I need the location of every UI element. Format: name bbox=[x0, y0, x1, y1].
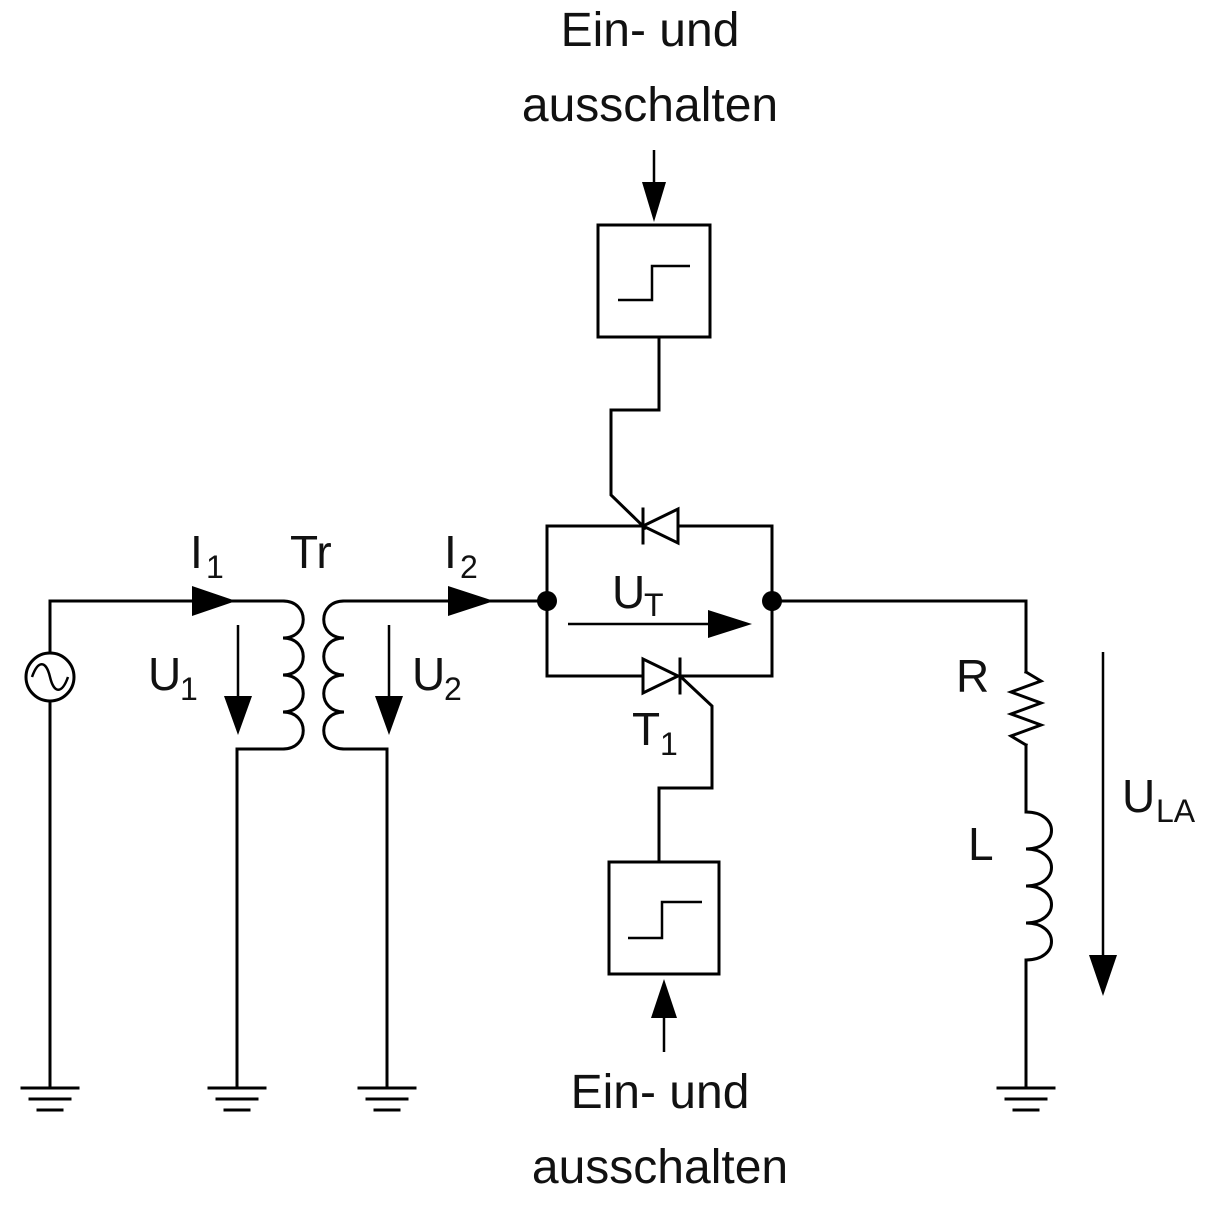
u2-arrow bbox=[375, 625, 403, 735]
inductor-icon bbox=[1024, 810, 1053, 962]
svg-text:T: T bbox=[644, 587, 664, 623]
i1-arrow bbox=[192, 586, 236, 616]
bottom-gate-wire bbox=[657, 673, 714, 864]
t1-label: T 1 bbox=[632, 703, 678, 762]
thyristor-icon bbox=[639, 506, 680, 546]
transformer-secondary-coil bbox=[322, 599, 346, 751]
ground-icon bbox=[996, 1086, 1056, 1112]
u1-label: U 1 bbox=[148, 648, 198, 707]
transformer-label: Tr bbox=[290, 526, 332, 578]
ground-icon bbox=[20, 1086, 80, 1112]
ula-label: U LA bbox=[1122, 770, 1196, 829]
u1-arrow bbox=[224, 625, 252, 735]
thyristor-icon bbox=[641, 656, 682, 696]
lower-branch-wire-right bbox=[678, 599, 774, 678]
lower-branch-wire bbox=[545, 599, 645, 678]
source-top-wire bbox=[48, 599, 285, 655]
ut-label: U T bbox=[612, 566, 664, 623]
i1-label: I 1 bbox=[190, 526, 224, 585]
svg-text:I: I bbox=[444, 526, 457, 578]
svg-text:U: U bbox=[412, 648, 445, 700]
i2-label: I 2 bbox=[444, 526, 478, 585]
resistor-label: R bbox=[956, 650, 989, 702]
bottom-control-arrow bbox=[651, 979, 677, 1052]
bottom-trigger-box bbox=[607, 860, 721, 976]
svg-text:U: U bbox=[1122, 770, 1155, 822]
svg-text:I: I bbox=[190, 526, 203, 578]
resistor-icon bbox=[1006, 669, 1046, 748]
top-control-label-line1: Ein- und bbox=[561, 4, 740, 57]
step-trigger-icon bbox=[618, 264, 690, 302]
svg-text:T: T bbox=[632, 703, 660, 755]
top-trigger-box bbox=[596, 223, 712, 339]
inductor-label: L bbox=[968, 818, 994, 870]
top-control-label-line2: ausschalten bbox=[522, 79, 778, 132]
ground-icon bbox=[357, 1086, 417, 1112]
u2-label: U 2 bbox=[412, 648, 462, 707]
svg-text:1: 1 bbox=[660, 726, 678, 762]
bottom-control-label-line1: Ein- und bbox=[571, 1066, 750, 1119]
ground-icon bbox=[207, 1086, 267, 1112]
primary-return-wire bbox=[235, 747, 285, 1090]
bottom-control-label-line2: ausschalten bbox=[532, 1141, 788, 1194]
step-trigger-icon bbox=[628, 900, 702, 940]
svg-text:U: U bbox=[148, 648, 181, 700]
svg-text:2: 2 bbox=[444, 671, 462, 707]
svg-text:LA: LA bbox=[1156, 793, 1196, 829]
svg-text:U: U bbox=[612, 566, 645, 618]
i2-arrow bbox=[448, 586, 494, 616]
load-top-wire bbox=[770, 599, 1028, 674]
upper-branch-wire-right bbox=[676, 524, 774, 603]
top-gate-wire bbox=[609, 335, 661, 531]
transformer-primary-coil bbox=[281, 599, 305, 751]
svg-text:1: 1 bbox=[206, 549, 224, 585]
ula-arrow bbox=[1089, 652, 1117, 996]
ac-source-icon bbox=[24, 651, 76, 703]
svg-text:1: 1 bbox=[180, 671, 198, 707]
top-control-arrow bbox=[642, 150, 666, 222]
svg-text:2: 2 bbox=[460, 549, 478, 585]
upper-branch-wire bbox=[545, 524, 643, 603]
secondary-return-wire bbox=[342, 747, 389, 1090]
ut-arrow bbox=[568, 610, 752, 638]
